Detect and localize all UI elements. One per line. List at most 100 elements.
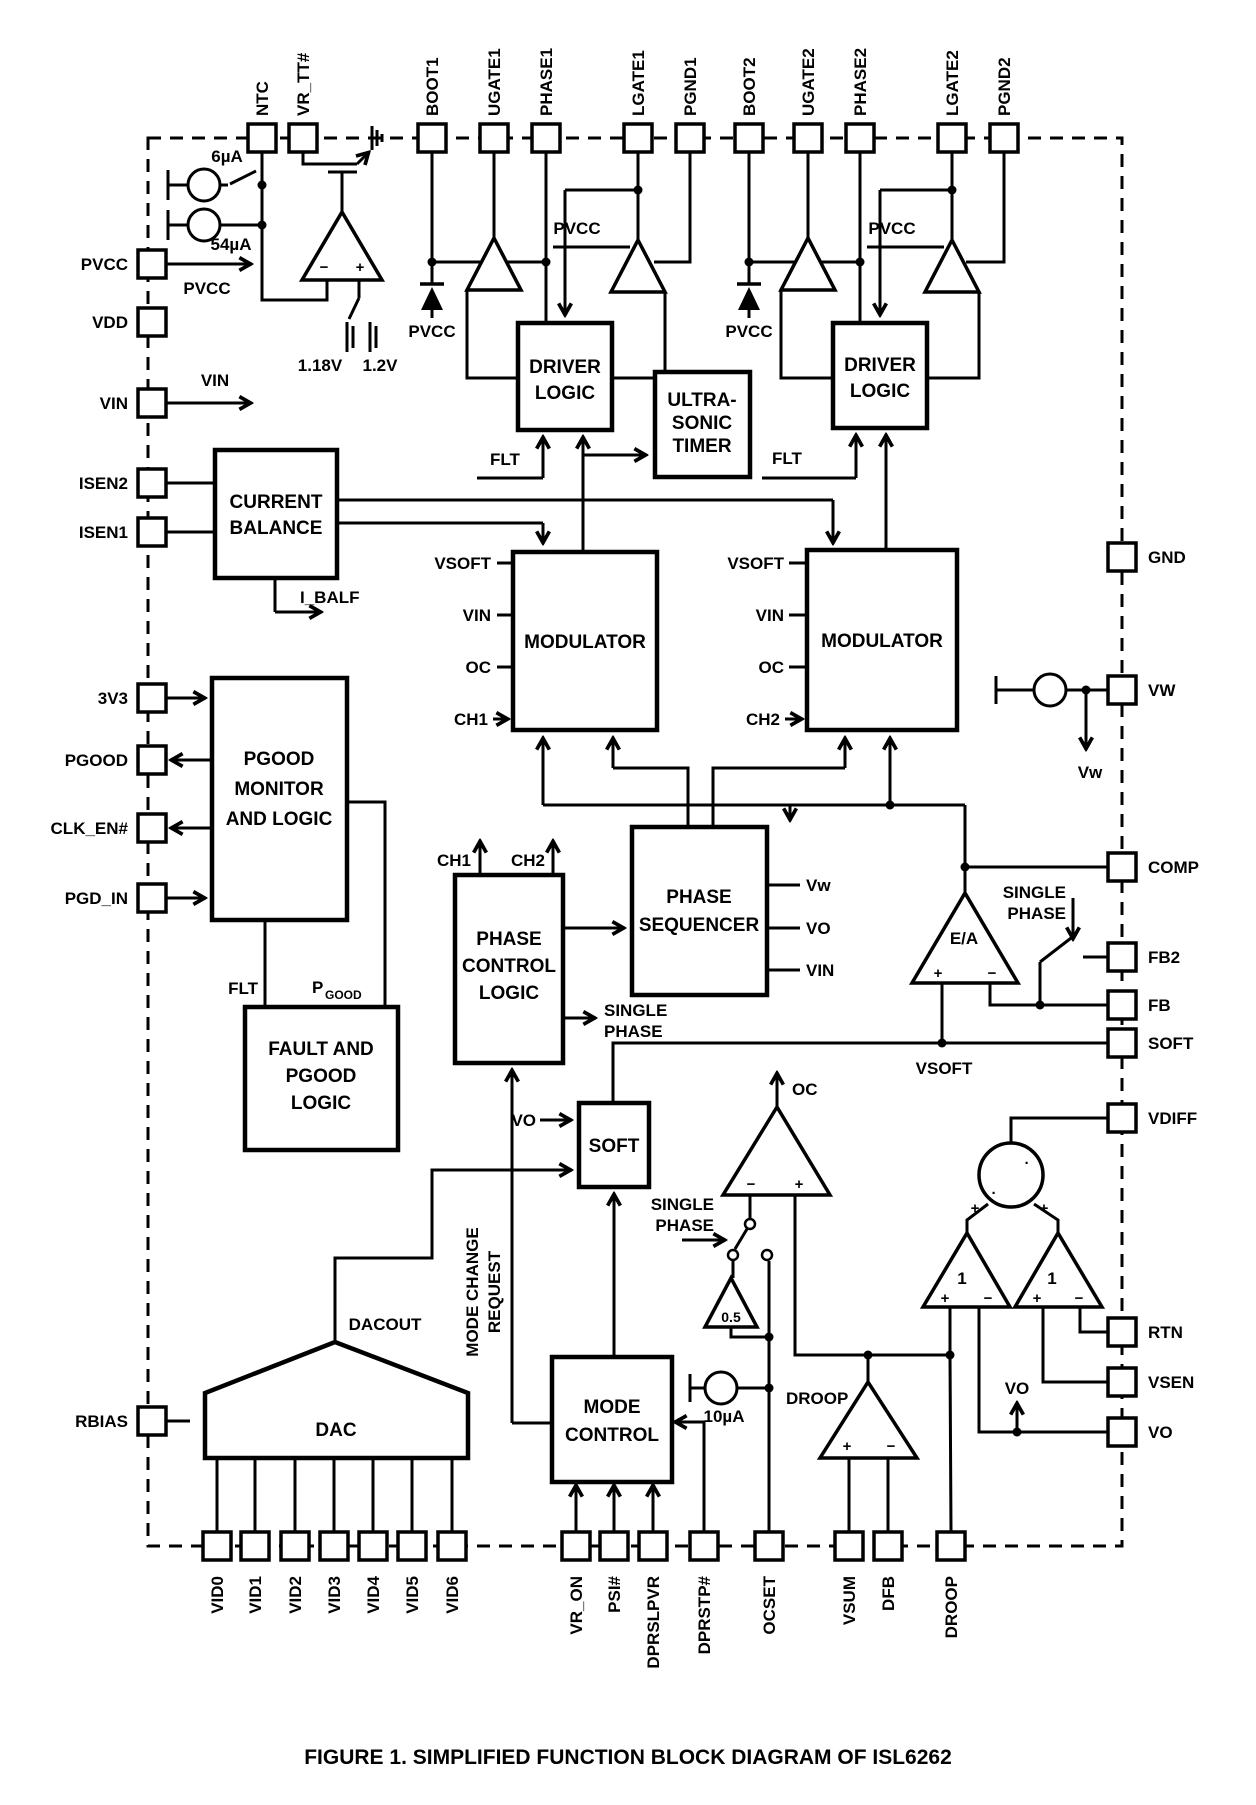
label-flt-pgood: FLT xyxy=(228,979,259,998)
label-mode-change: MODE CHANGE xyxy=(463,1227,482,1356)
label-ch1-pcl: CH1 xyxy=(437,851,471,870)
boot-diodes xyxy=(420,282,761,310)
pin-vid5-label: VID5 xyxy=(403,1576,422,1614)
droop-amp-minus: − xyxy=(887,1438,896,1455)
pin-comp xyxy=(1106,851,1138,883)
droop-amp-plus: + xyxy=(843,1438,852,1455)
pin-ugate2 xyxy=(792,122,824,154)
pin-vr-tt xyxy=(287,122,319,154)
dac-text: DAC xyxy=(315,1420,356,1441)
pin-lgate2-label: LGATE2 xyxy=(943,50,962,116)
pin-clk-en xyxy=(136,812,168,844)
pin-boot2-label: BOOT2 xyxy=(740,57,759,116)
droop-amp-triangle xyxy=(816,1378,921,1460)
pin-ntc-label: NTC xyxy=(253,81,272,116)
half-gain-text: 0.5 xyxy=(721,1309,741,1325)
pin-vid1 xyxy=(239,1530,271,1562)
error-amp-plus: + xyxy=(934,965,943,982)
unity-right-plus: + xyxy=(1033,1290,1042,1307)
pin-vid0-label: VID0 xyxy=(208,1576,227,1614)
pin-vdiff-label: VDIFF xyxy=(1148,1109,1197,1128)
lgate1-driver-triangle xyxy=(608,236,668,294)
summer-plus: · xyxy=(992,1185,997,1202)
pin-pgood xyxy=(136,744,168,776)
pin-vdd-label: VDD xyxy=(92,313,128,332)
pin-vid3-label: VID3 xyxy=(325,1576,344,1614)
half-gain-triangle xyxy=(702,1274,760,1329)
label-single-oc: SINGLE xyxy=(651,1195,714,1214)
pin-pgnd1-label: PGND1 xyxy=(681,57,700,116)
pin-droop-label: DROOP xyxy=(942,1576,961,1638)
block-ultrasonic-timer xyxy=(652,369,753,480)
pin-vid6-label: VID6 xyxy=(443,1576,462,1614)
pin-rbias xyxy=(136,1405,168,1437)
driver-logic-1-text-1: DRIVER xyxy=(529,357,601,378)
pin-ugate2-label: UGATE2 xyxy=(799,48,818,116)
block-driver-logic-1 xyxy=(515,320,615,433)
pin-rtn xyxy=(1106,1316,1138,1348)
block-fault-pgood xyxy=(242,1004,401,1153)
pin-fb-label: FB xyxy=(1148,996,1171,1015)
pin-isen1 xyxy=(136,516,168,548)
pin-pvcc xyxy=(136,248,168,280)
ntc-comparator-triangle xyxy=(298,208,386,282)
phase-sequencer-text-2: SEQUENCER xyxy=(639,915,760,936)
block-modulator-1 xyxy=(510,549,660,733)
lgate2-driver-triangle xyxy=(922,236,982,294)
fault-pgood-text-1: FAULT AND xyxy=(268,1039,374,1060)
pin-dprstp xyxy=(688,1530,720,1562)
pin-lgate1-label: LGATE1 xyxy=(629,50,648,116)
pin-vr-on-label: VR_ON xyxy=(567,1576,586,1635)
pin-vin xyxy=(136,387,168,419)
label-seq-vin: VIN xyxy=(806,961,834,980)
pin-droop xyxy=(935,1530,967,1562)
pgood-monitor-text-2: MONITOR xyxy=(234,779,324,800)
pin-vid6 xyxy=(436,1530,468,1562)
block-phase-control xyxy=(452,872,566,1066)
label-phase-pcl: PHASE xyxy=(604,1022,663,1041)
label-ch2-mod2: CH2 xyxy=(746,710,780,729)
ntc-comp-plus: + xyxy=(356,259,365,276)
label-single-pcl: SINGLE xyxy=(604,1001,667,1020)
label-pvcc-boot1: PVCC xyxy=(408,322,455,341)
pin-rtn-label: RTN xyxy=(1148,1323,1183,1342)
label-6ua: 6µA xyxy=(211,147,243,166)
label-single-ea: SINGLE xyxy=(1003,883,1066,902)
label-vin-left: VIN xyxy=(201,371,229,390)
ultrasonic-text-3: TIMER xyxy=(672,436,731,457)
summer-in-left-plus: + xyxy=(971,1200,980,1217)
unity-right-minus: − xyxy=(1075,1290,1084,1307)
pin-vid5 xyxy=(396,1530,428,1562)
soft-block-text: SOFT xyxy=(589,1136,640,1157)
driver-logic-2-text-2: LOGIC xyxy=(850,381,910,402)
pin-vw xyxy=(1106,674,1138,706)
pin-boot1 xyxy=(416,122,448,154)
pin-comp-label: COMP xyxy=(1148,858,1199,877)
ultrasonic-text-2: SONIC xyxy=(672,413,732,434)
driver-logic-2-text-1: DRIVER xyxy=(844,355,916,376)
error-amp-text: E/A xyxy=(950,929,978,948)
label-pvcc-boot2: PVCC xyxy=(725,322,772,341)
pin-vsen-label: VSEN xyxy=(1148,1373,1194,1392)
unity-left-plus: + xyxy=(941,1290,950,1307)
unity-buffer-left-triangle xyxy=(919,1229,1014,1309)
pin-pgnd2-label: PGND2 xyxy=(995,57,1014,116)
pin-dfb xyxy=(872,1530,904,1562)
error-amp-triangle xyxy=(908,889,1022,985)
pin-lgate1 xyxy=(622,122,654,154)
pin-psi-label: PSI# xyxy=(605,1575,624,1612)
pin-soft-label: SOFT xyxy=(1148,1034,1194,1053)
fault-pgood-text-2: PGOOD xyxy=(286,1066,357,1087)
junction-dots xyxy=(257,180,1091,1437)
label-ch2-pcl: CH2 xyxy=(511,851,545,870)
fault-pgood-text-3: LOGIC xyxy=(291,1093,351,1114)
label-oc-mod1: OC xyxy=(466,658,492,677)
pin-isen2-label: ISEN2 xyxy=(79,474,128,493)
pin-phase2 xyxy=(844,122,876,154)
block-phase-sequencer xyxy=(629,824,770,998)
phase-control-text-2: CONTROL xyxy=(462,956,556,977)
pin-soft xyxy=(1106,1027,1138,1059)
label-dacout: DACOUT xyxy=(349,1315,422,1334)
unity-right-text: 1 xyxy=(1047,1269,1056,1288)
mode-control-text-2: CONTROL xyxy=(565,1425,659,1446)
